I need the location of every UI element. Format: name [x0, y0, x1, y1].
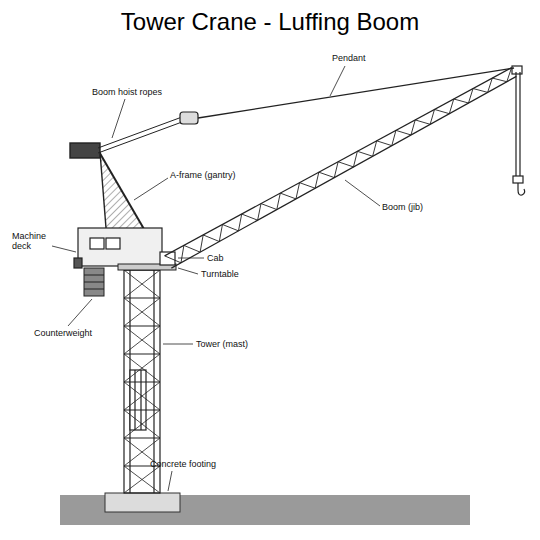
- tower-brace: [124, 466, 160, 493]
- tower-brace: [124, 382, 160, 410]
- tower-brace: [124, 410, 160, 438]
- tower-brace: [124, 298, 160, 326]
- part-label: Boom hoist ropes: [92, 87, 162, 97]
- tower-brace: [124, 382, 160, 410]
- title: Tower Crane - Luffing Boom: [0, 8, 540, 36]
- part-label: Turntable: [201, 269, 239, 279]
- part-label: Pendant: [332, 53, 366, 63]
- tower-strut: [124, 325, 160, 326]
- hook: [513, 72, 525, 195]
- tower-brace: [124, 354, 160, 382]
- part-label: Machine deck: [12, 231, 52, 252]
- tower-brace: [124, 354, 160, 382]
- ropes: [98, 68, 514, 153]
- tower-strut: [124, 297, 160, 298]
- leader-lines: [52, 66, 380, 491]
- tower-brace: [124, 270, 160, 298]
- part-label: Cab: [207, 253, 224, 263]
- tower-strut: [124, 409, 160, 410]
- tower-brace: [124, 298, 160, 326]
- tower-brace: [124, 410, 160, 438]
- boom: [165, 66, 522, 268]
- counterweight: [84, 268, 104, 296]
- tower-brace: [124, 270, 160, 298]
- boom-lacing: [165, 68, 512, 263]
- concrete-footing: [105, 493, 180, 512]
- machine-deck: [74, 228, 162, 268]
- part-label: A-frame (gantry): [170, 170, 236, 180]
- part-label: Counterweight: [34, 328, 92, 338]
- part-label: Tower (mast): [196, 339, 248, 349]
- tower-strut: [124, 353, 160, 354]
- tower-strut: [124, 381, 160, 382]
- part-label: Concrete footing: [150, 459, 216, 469]
- part-label: Boom (jib): [382, 202, 423, 212]
- tower-brace: [124, 326, 160, 354]
- tower-brace: [124, 466, 160, 493]
- tower-brace: [124, 326, 160, 354]
- tower-strut: [124, 437, 160, 438]
